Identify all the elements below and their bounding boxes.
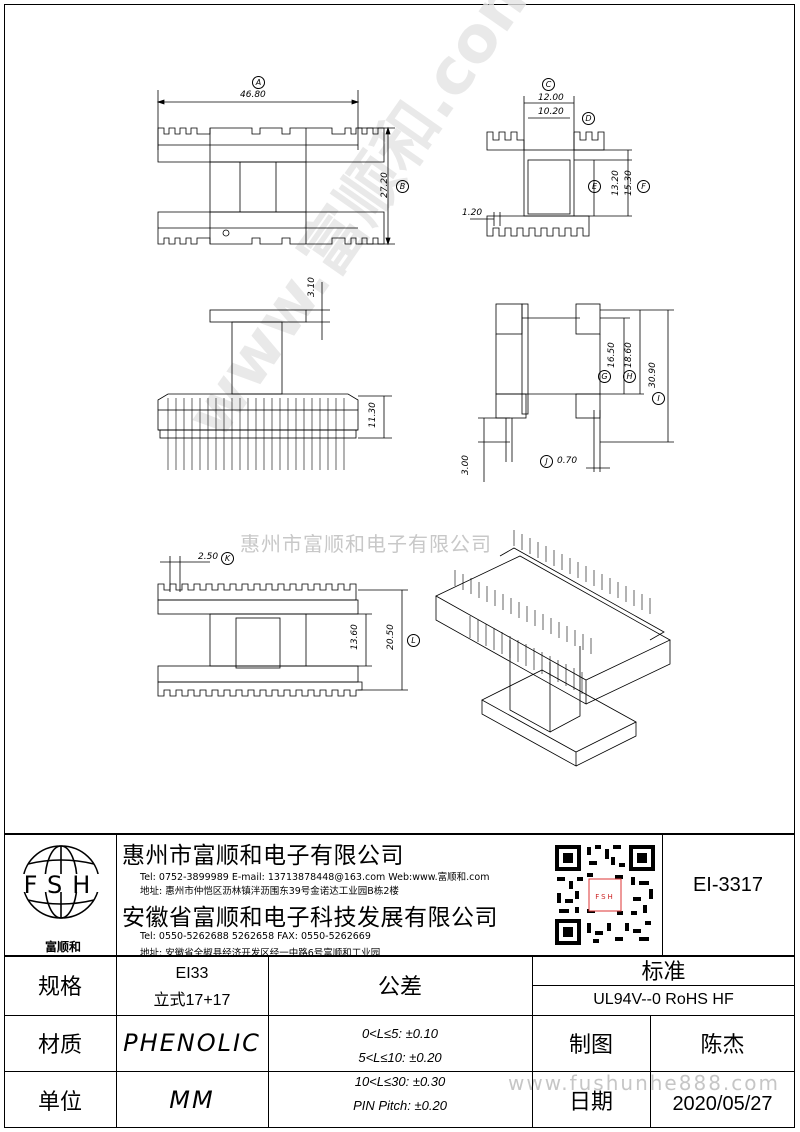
logo-letters: FSH	[23, 871, 101, 899]
qr-code[interactable]	[553, 843, 657, 947]
dim-i-tag: I	[652, 392, 665, 405]
dim-j-value: 0.70	[557, 456, 578, 466]
unit-label: 单位	[37, 1089, 82, 1115]
elevation-view	[157, 282, 392, 470]
spec-value-2: 立式17+17	[153, 992, 231, 1009]
dim-300-value: 3.00	[461, 454, 472, 476]
technical-drawing	[156, 90, 674, 767]
logo-name: 富顺和	[44, 940, 81, 954]
watermark-bottom: www.fushunhe888.com	[508, 1071, 780, 1095]
date-value: 2020/05/27	[672, 1092, 773, 1115]
dim-310-value: 3.10	[307, 276, 318, 298]
unit-value: MM	[169, 1085, 215, 1114]
company-1-name: 惠州市富顺和电子有限公司	[122, 843, 404, 869]
qr-center-logo: FSH	[595, 893, 615, 901]
drawn-by-label: 制图	[568, 1033, 613, 1058]
front-view	[156, 90, 395, 246]
standard-value: UL94V--0 RoHS HF	[593, 991, 734, 1008]
company-1-address: 地址: 惠州市仲恺区沥林镇泮沥围东39号金诺达工业园B栋2楼	[140, 886, 399, 897]
company-2-contact: Tel: 0550-5262688 5262658 FAX: 0550-5262…	[140, 931, 371, 942]
company-2-address: 地址: 安徽省全椒县经济开发区经一中路6号富顺和工业园	[140, 948, 381, 959]
dim-l-tag: L	[407, 634, 420, 647]
tolerance-row-1: 0<L≤5: ±0.10	[361, 1026, 439, 1041]
dim-e-value: 13.20	[610, 170, 621, 196]
part-number: EI-3317	[692, 873, 764, 896]
tolerance-list: 0<L≤5: ±0.10 5<L≤10: ±0.20 10<L≤30: ±0.3…	[268, 1026, 532, 1122]
spec-label: 规格	[37, 975, 82, 1000]
dim-k-tag: K	[221, 552, 234, 565]
dim-f-value: 15.30	[623, 170, 634, 196]
material-value: PHENOLIC	[123, 1029, 261, 1057]
spec-value-1: EI33	[175, 965, 209, 982]
dim-c-tag: C	[542, 78, 555, 91]
tolerance-row-4: PIN Pitch: ±0.20	[353, 1098, 447, 1113]
dim-h-value: 18.60	[623, 342, 634, 368]
dim-f-tag: F	[637, 180, 650, 193]
dim-c1-value: 12.00	[538, 93, 564, 103]
company-logo	[18, 845, 104, 919]
company-2-name: 安徽省富顺和电子科技发展有限公司	[122, 905, 498, 931]
dim-1360-value: 13.60	[349, 624, 360, 650]
material-label: 材质	[37, 1033, 82, 1058]
tolerance-row-3: 10<L≤30: ±0.30	[354, 1074, 446, 1089]
dim-i-value: 30.90	[647, 362, 658, 388]
tolerance-row-2: 5<L≤10: ±0.20	[358, 1050, 442, 1065]
dim-c2-value: 10.20	[538, 107, 564, 117]
dim-120-value: 1.20	[462, 208, 483, 218]
tolerance-label: 公差	[377, 975, 422, 1000]
dim-j-tag: J	[540, 455, 553, 468]
dim-a-tag: A	[252, 76, 265, 89]
date-label: 日期	[568, 1089, 613, 1115]
dim-k-value: 2.50	[198, 552, 219, 562]
dim-1130-value: 11.30	[367, 402, 378, 428]
dim-g-tag: G	[598, 370, 611, 383]
drawn-by-value: 陈杰	[700, 1033, 745, 1058]
drawing-sheet	[4, 4, 795, 1128]
dim-h-tag: H	[623, 370, 636, 383]
dim-b-value: 27.20	[379, 172, 390, 198]
standard-label: 标准	[641, 960, 686, 985]
title-block	[4, 833, 795, 1128]
dim-e-tag: E	[588, 180, 601, 193]
dim-g-value: 16.50	[606, 342, 617, 368]
dim-b-tag: B	[396, 180, 409, 193]
watermark-center: 惠州市富顺和电子有限公司	[240, 532, 492, 556]
side-elevation-view	[478, 303, 674, 482]
isometric-view	[435, 530, 671, 767]
side-view	[470, 96, 632, 237]
dim-a-value: 46.80	[240, 90, 266, 100]
dim-l-value: 20.50	[385, 624, 396, 650]
bottom-view	[157, 556, 408, 697]
dim-d-tag: D	[582, 112, 595, 125]
company-1-contact: Tel: 0752-3899989 E-mail: 13713878448@16…	[140, 872, 490, 883]
